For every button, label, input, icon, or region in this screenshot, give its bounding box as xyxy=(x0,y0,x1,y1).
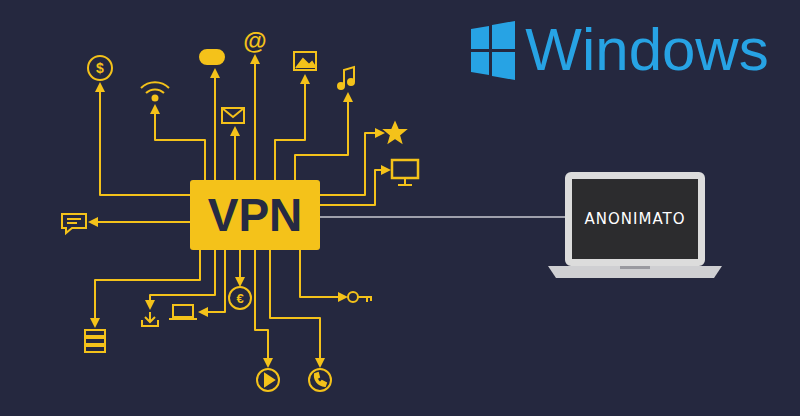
vpn-box: VPN xyxy=(190,180,320,250)
laptop-base xyxy=(548,266,722,278)
euro-icon: € xyxy=(236,292,243,305)
windows-wordmark: Windows xyxy=(525,20,768,80)
at-icon: @ xyxy=(243,29,266,53)
dollar-icon: $ xyxy=(96,61,104,75)
node-text: VPN xyxy=(208,192,303,238)
connector-line xyxy=(320,216,565,218)
circuit-traces xyxy=(90,56,389,366)
laptop-screen: ANONIMATO xyxy=(565,172,705,266)
service-icons xyxy=(62,50,418,391)
windows-logo xyxy=(471,21,515,80)
node-text: ANONIMATO xyxy=(585,210,686,228)
